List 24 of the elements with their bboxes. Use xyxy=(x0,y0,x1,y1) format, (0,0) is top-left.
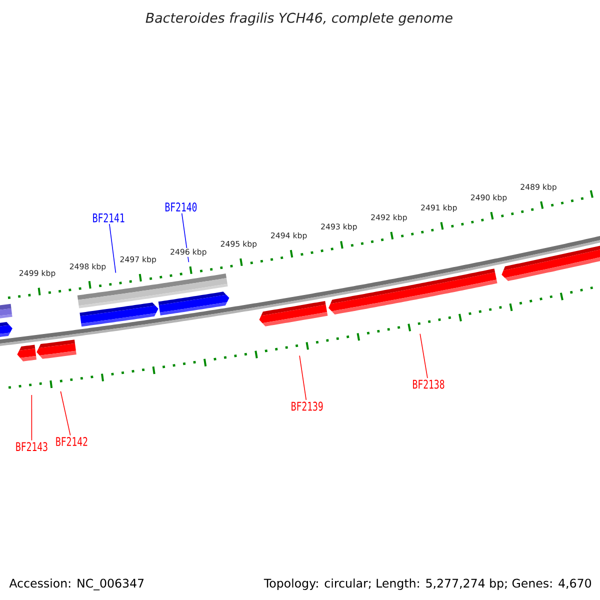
gene-block xyxy=(36,340,76,359)
gene-block xyxy=(80,302,158,327)
leader-line xyxy=(31,394,32,441)
leader-line xyxy=(109,224,116,274)
gene-block xyxy=(328,268,498,314)
feature-bar xyxy=(77,274,228,308)
gene-label: BF2141 xyxy=(93,213,124,222)
gene-label: BF2143 xyxy=(16,442,48,452)
gene-block xyxy=(259,300,328,326)
title: Bacteroides fragilis YCH46, complete genome xyxy=(146,12,452,26)
gene-label: BF2139 xyxy=(292,402,323,411)
footer-text: Accession: NC_006347 xyxy=(9,578,144,590)
leader-line xyxy=(420,333,428,378)
gene-label: BF2138 xyxy=(413,380,444,389)
gene-block xyxy=(158,292,230,316)
gene-label: BF2142 xyxy=(56,437,88,446)
feature-bar xyxy=(0,304,12,318)
leader-line xyxy=(299,355,307,400)
leader-line xyxy=(60,390,71,436)
gene-block xyxy=(17,344,37,362)
gene-label: BF2140 xyxy=(165,202,197,212)
gene-block xyxy=(0,322,12,337)
gene-block xyxy=(502,246,600,282)
footer-text: Topology: circular; Length: 5,277,274 bp; Genes: 4,670 xyxy=(264,578,592,590)
